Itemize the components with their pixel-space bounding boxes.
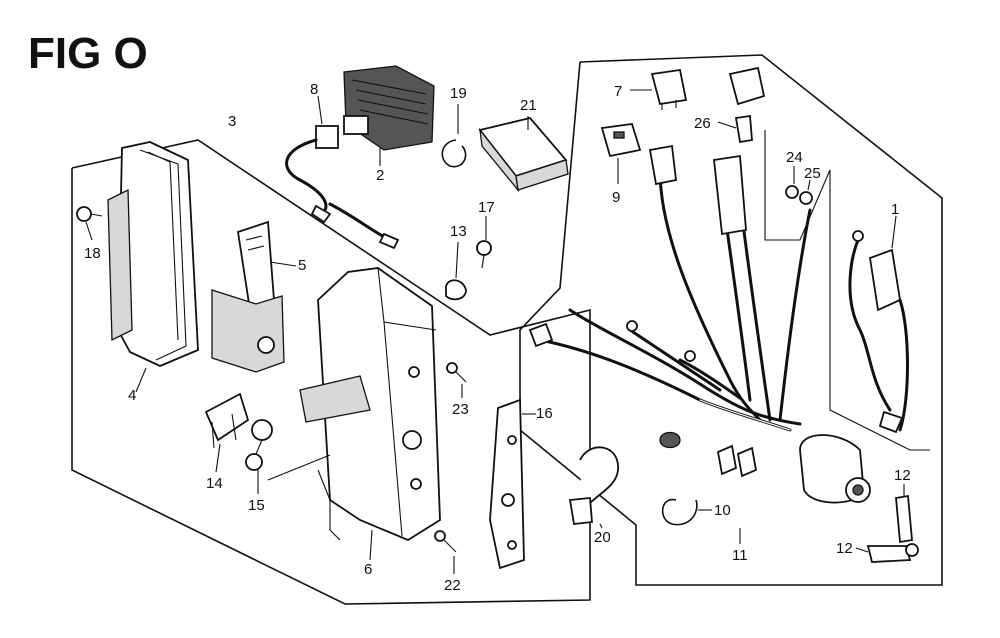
callout-12-lower: 12 — [836, 540, 853, 557]
nut-24 — [785, 185, 799, 199]
bolt-17 — [476, 240, 492, 269]
callout-14: 14 — [206, 475, 223, 492]
leader-26 — [717, 121, 737, 129]
callout-2: 2 — [376, 167, 384, 184]
relay-7 — [650, 68, 688, 110]
regulator-harness — [285, 125, 400, 250]
screw-18 — [76, 206, 103, 222]
leader-6 — [369, 529, 373, 561]
ignition-switch — [799, 434, 871, 504]
leader-14 — [215, 443, 221, 473]
callout-9: 9 — [612, 189, 620, 206]
callout-19: 19 — [450, 85, 467, 102]
wire-clip-19 — [441, 139, 467, 168]
leader-15-housing — [267, 454, 331, 481]
voltage-regulator — [343, 65, 435, 151]
leader-4 — [135, 367, 147, 393]
callout-16: 16 — [536, 405, 553, 422]
harness-assembly-outline — [519, 54, 943, 586]
leader-1 — [891, 215, 897, 249]
callout-6: 6 — [364, 561, 372, 578]
clip-10 — [661, 498, 698, 526]
screw-22 — [434, 530, 457, 553]
callout-11: 11 — [732, 547, 748, 564]
mounting-plate-16 — [489, 398, 525, 570]
leader-8 — [317, 95, 323, 125]
callout-25: 25 — [804, 165, 821, 182]
callout-3: 3 — [228, 113, 236, 130]
fuse-cover-26 — [728, 66, 766, 144]
washer-25 — [799, 191, 813, 205]
figure-title: FIG O — [28, 29, 148, 78]
wire-subgroup-outline — [764, 130, 831, 241]
keys-12 — [866, 494, 919, 563]
callout-18: 18 — [84, 245, 101, 262]
control-box-housing — [299, 267, 441, 542]
leader-5 — [269, 261, 297, 267]
callout-4: 4 — [128, 387, 136, 404]
callout-10: 10 — [714, 502, 731, 519]
callout-12-upper: 12 — [894, 467, 911, 484]
callout-26: 26 — [694, 115, 711, 132]
grommet — [659, 431, 681, 449]
switch-subgroup-outline — [829, 170, 930, 451]
callout-7: 7 — [614, 83, 622, 100]
leader-13 — [455, 241, 459, 279]
connector-15 — [245, 419, 273, 471]
leader-25 — [807, 179, 811, 191]
leader-18 — [85, 221, 93, 241]
callout-23: 23 — [452, 401, 469, 418]
callout-20: 20 — [594, 529, 611, 546]
mounting-bracket — [211, 220, 285, 373]
callout-17: 17 — [478, 199, 495, 216]
callout-1: 1 — [891, 201, 899, 218]
screw-23 — [446, 362, 467, 383]
control-box-cover — [107, 141, 199, 367]
callout-24: 24 — [786, 149, 803, 166]
switch-1 — [848, 230, 909, 434]
leader-12b — [855, 547, 869, 553]
wiring-harness-11 — [528, 144, 812, 478]
callout-13: 13 — [450, 223, 467, 240]
callout-15: 15 — [248, 497, 265, 514]
foam-pad-21 — [478, 116, 569, 193]
switch-14 — [204, 392, 250, 449]
leader-20 — [599, 523, 603, 529]
fuse-holder-9 — [600, 123, 642, 158]
callout-21: 21 — [520, 97, 537, 114]
cable-strap-20 — [568, 446, 619, 525]
callout-8: 8 — [310, 81, 318, 98]
clamp-13 — [445, 279, 467, 301]
callout-5: 5 — [298, 257, 306, 274]
callout-22: 22 — [444, 577, 461, 594]
